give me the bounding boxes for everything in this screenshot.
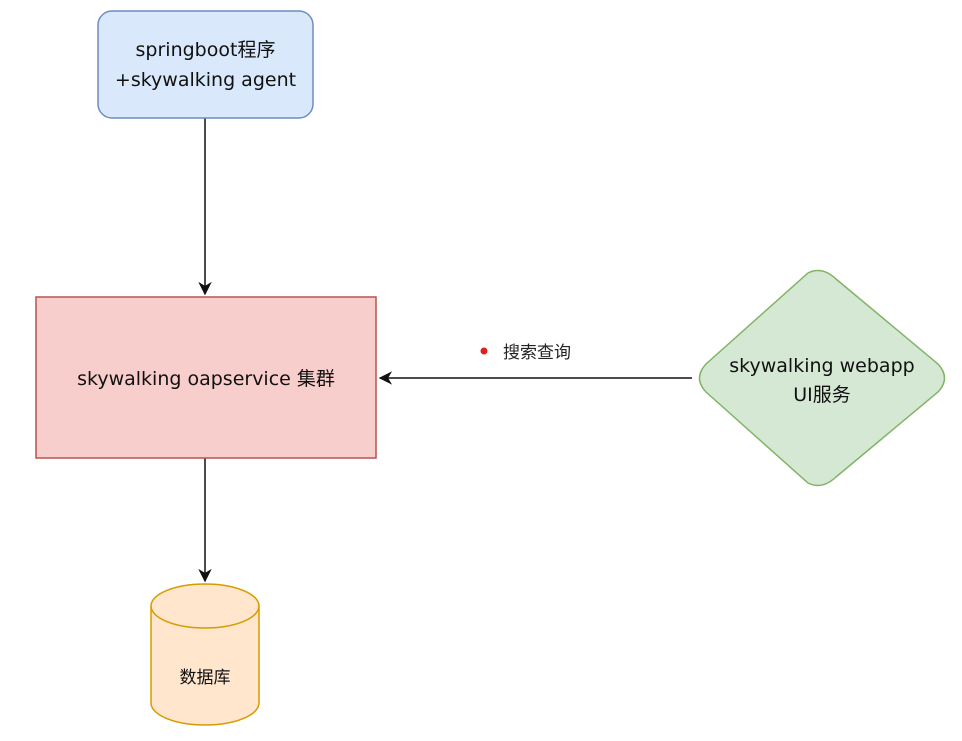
node-oap-label: skywalking oapservice 集群: [77, 368, 335, 390]
node-database[interactable]: 数据库: [150, 583, 260, 726]
node-webapp-line1: skywalking webapp: [729, 355, 914, 377]
node-webapp-line2: UI服务: [793, 384, 851, 406]
node-springboot-shape: [97, 10, 314, 119]
node-webapp-shape: [698, 269, 946, 487]
node-database-body: [150, 606, 260, 726]
node-database-label: 数据库: [180, 668, 231, 688]
node-webapp-ui[interactable]: skywalking webapp UI服务: [698, 269, 946, 487]
edge-label-query: 搜索查询: [480, 343, 571, 363]
node-database-top: [150, 583, 260, 629]
red-dot-marker: [480, 347, 488, 355]
node-oapservice-cluster[interactable]: skywalking oapservice 集群: [35, 296, 377, 459]
edge-label-query-text: 搜索查询: [503, 343, 571, 363]
node-springboot-line2: +skywalking agent: [115, 69, 296, 91]
node-springboot-agent[interactable]: springboot程序 +skywalking agent: [97, 10, 314, 119]
node-oap-shape: [35, 296, 377, 459]
node-springboot-line1: springboot程序: [136, 39, 276, 61]
